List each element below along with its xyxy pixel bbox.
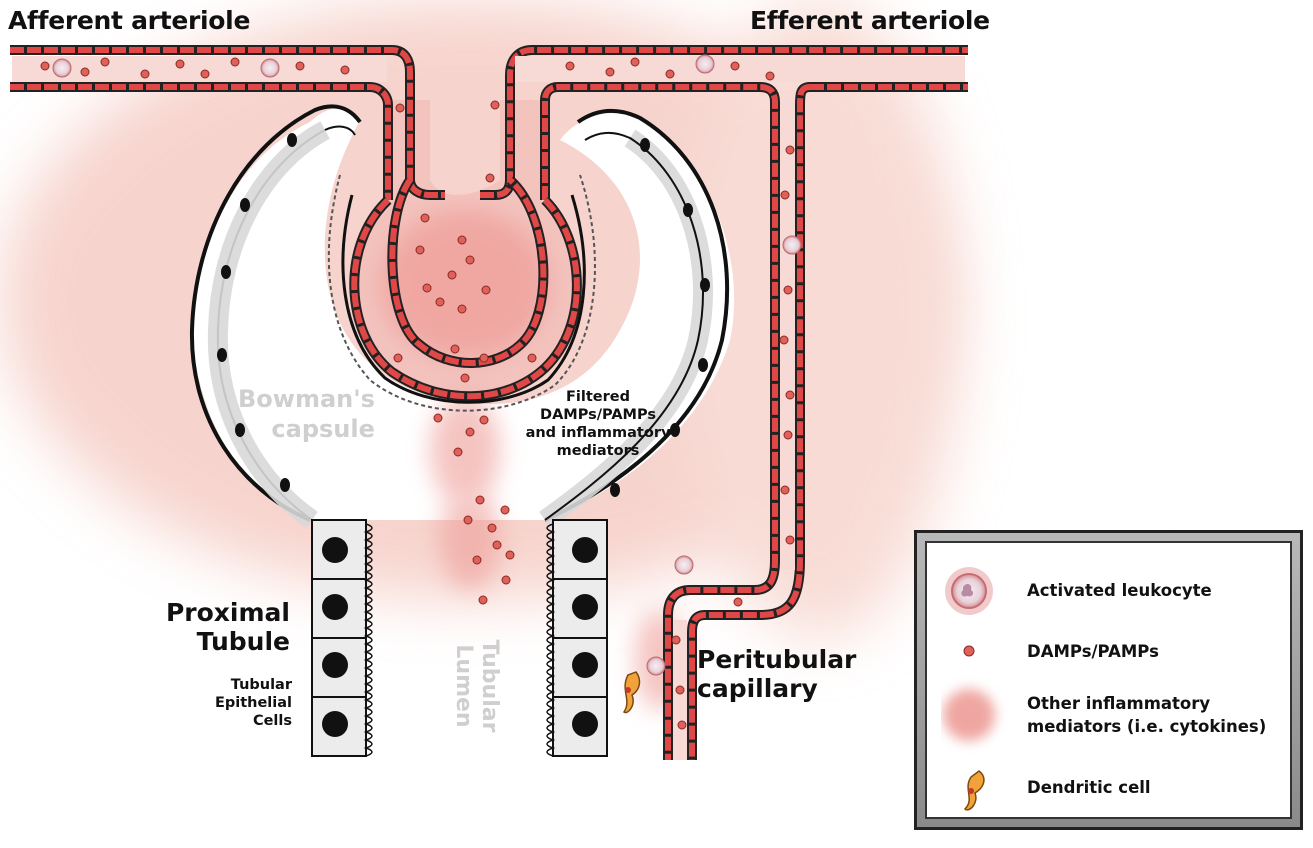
- dendritic-cell-in-diagram: [624, 672, 639, 713]
- tec-line2: Epithelial: [200, 694, 292, 712]
- legend-cytokine-line2: mediators (i.e. cytokines): [1027, 715, 1266, 738]
- peritubular-capillary-label: Peritubular capillary: [697, 645, 856, 703]
- tec-line1: Tubular: [200, 676, 292, 694]
- proximal-tubule-label: Proximal Tubule: [160, 598, 290, 656]
- filtered-line2: DAMPs/PAMPs: [522, 406, 674, 424]
- lumen-line1: Tubular: [476, 616, 502, 756]
- bowmans-capsule-line2: capsule: [238, 414, 375, 444]
- tubular-epithelial-cells-label: Tubular Epithelial Cells: [200, 676, 292, 730]
- peritubular-line2: capillary: [697, 674, 856, 703]
- proximal-line2: Tubule: [160, 627, 290, 656]
- peritubular-line1: Peritubular: [697, 645, 856, 674]
- proximal-tubule-left: [312, 520, 372, 756]
- filtered-line3: and inflammatory: [522, 424, 674, 442]
- efferent-arteriole-label: Efferent arteriole: [750, 6, 990, 35]
- leukocyte-icon: [945, 567, 993, 615]
- tubular-lumen-label: Tubular Lumen: [450, 616, 502, 756]
- legend-cytokine-line1: Other inflammatory: [1027, 692, 1266, 715]
- legend-damp-label: DAMPs/PAMPs: [1027, 640, 1159, 663]
- tec-line3: Cells: [200, 712, 292, 730]
- bowmans-capsule-line1: Bowman's: [238, 384, 375, 414]
- legend-cytokine-label: Other inflammatory mediators (i.e. cytok…: [1027, 692, 1266, 738]
- filtered-line4: mediators: [522, 442, 674, 460]
- afferent-arteriole-label: Afferent arteriole: [8, 6, 250, 35]
- proximal-line1: Proximal: [160, 598, 290, 627]
- damp-dot-icon: [964, 646, 974, 656]
- bowmans-capsule-label: Bowman's capsule: [238, 384, 375, 444]
- lumen-line2: Lumen: [450, 616, 476, 756]
- legend-inner: Activated leukocyte DAMPs/PAMPs Other in…: [925, 541, 1292, 819]
- dendritic-cell-icon: [965, 771, 984, 810]
- legend-leukocyte-label: Activated leukocyte: [1027, 579, 1212, 602]
- legend-dendritic-label: Dendritic cell: [1027, 776, 1151, 799]
- legend-icons: [941, 557, 1021, 827]
- legend-box: Activated leukocyte DAMPs/PAMPs Other in…: [914, 530, 1303, 830]
- filtered-mediators-label: Filtered DAMPs/PAMPs and inflammatory me…: [522, 388, 674, 460]
- filtered-line1: Filtered: [522, 388, 674, 406]
- proximal-tubule-right: [547, 520, 607, 756]
- cytokine-blur-icon: [943, 689, 995, 741]
